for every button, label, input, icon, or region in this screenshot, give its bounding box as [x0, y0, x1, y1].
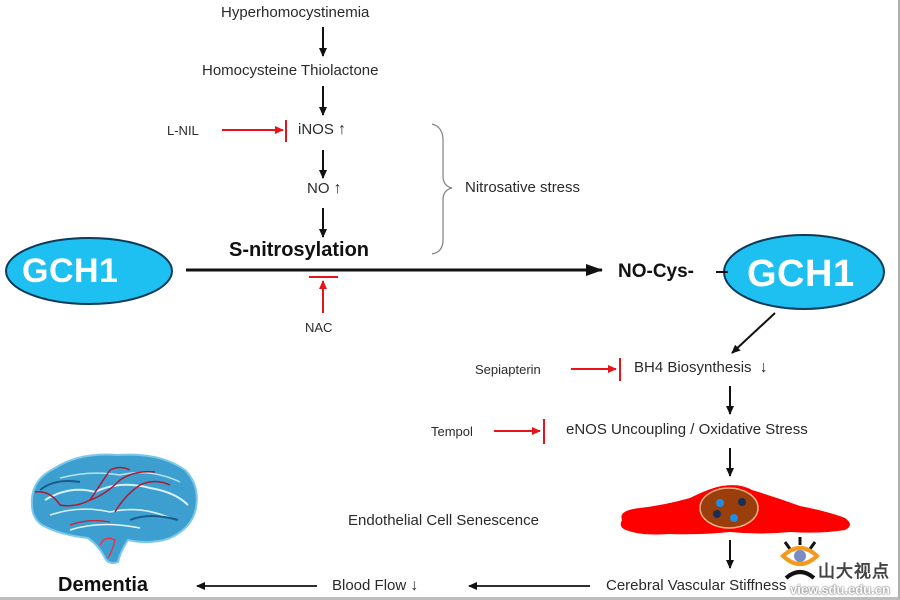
inhibitor-lnil-label: L-NIL	[167, 123, 199, 138]
node-inos-label: iNOS	[298, 121, 334, 138]
up-arrow-icon: ↑	[333, 180, 342, 197]
node-blood-flow-label: Blood Flow	[332, 577, 407, 594]
node-endothelial-senescence: Endothelial Cell Senescence	[348, 512, 539, 529]
node-no-label: NO	[307, 180, 330, 197]
node-bh4-biosynthesis: BH4 Biosynthesis ↓	[634, 360, 768, 376]
node-hyperhomocystinemia: Hyperhomocystinemia	[221, 4, 370, 21]
gch1-right-label: GCH1	[747, 253, 855, 295]
inhibitor-nac-label: NAC	[305, 320, 333, 335]
cell-nucleus	[699, 487, 759, 529]
node-blood-flow: Blood Flow ↓	[332, 578, 418, 594]
node-homocysteine-thiolactone: Homocysteine Thiolactone	[202, 62, 379, 79]
node-cerebral-vascular-stiffness: Cerebral Vascular Stiffness	[606, 577, 787, 594]
gch1-left-label: GCH1	[22, 252, 119, 290]
nucleus-dot	[713, 510, 721, 518]
arrow-gch1-to-bh4	[731, 312, 776, 354]
inhibitor-tempol-label: Tempol	[431, 424, 473, 439]
node-bh4-label: BH4 Biosynthesis	[634, 359, 752, 376]
node-no: NO ↑	[307, 181, 342, 197]
nucleus-dot	[730, 514, 738, 522]
gch1-left-ellipse	[5, 237, 173, 305]
up-arrow-icon: ↑	[338, 121, 347, 138]
nucleus-dot	[738, 498, 746, 506]
watermark-logo	[780, 537, 820, 580]
inhibitor-sepiapterin-label: Sepiapterin	[475, 362, 541, 377]
node-inos: iNOS ↑	[298, 122, 346, 138]
node-s-nitrosylation: S-nitrosylation	[229, 239, 370, 261]
nucleus-dot	[716, 499, 724, 507]
nitrosative-stress-brace	[431, 123, 453, 255]
down-arrow-icon: ↓	[410, 577, 419, 594]
node-no-cys: NO-Cys-	[618, 261, 695, 282]
brain-illustration	[30, 453, 198, 565]
watermark-text-cn: 山大视点	[818, 562, 890, 581]
node-dementia: Dementia	[58, 574, 149, 596]
node-enos-uncoupling: eNOS Uncoupling / Oxidative Stress	[566, 421, 808, 438]
down-arrow-icon: ↓	[759, 359, 768, 376]
watermark-url: view.sdu.edu.cn	[790, 582, 890, 597]
nitrosative-stress-label: Nitrosative stress	[465, 179, 581, 196]
